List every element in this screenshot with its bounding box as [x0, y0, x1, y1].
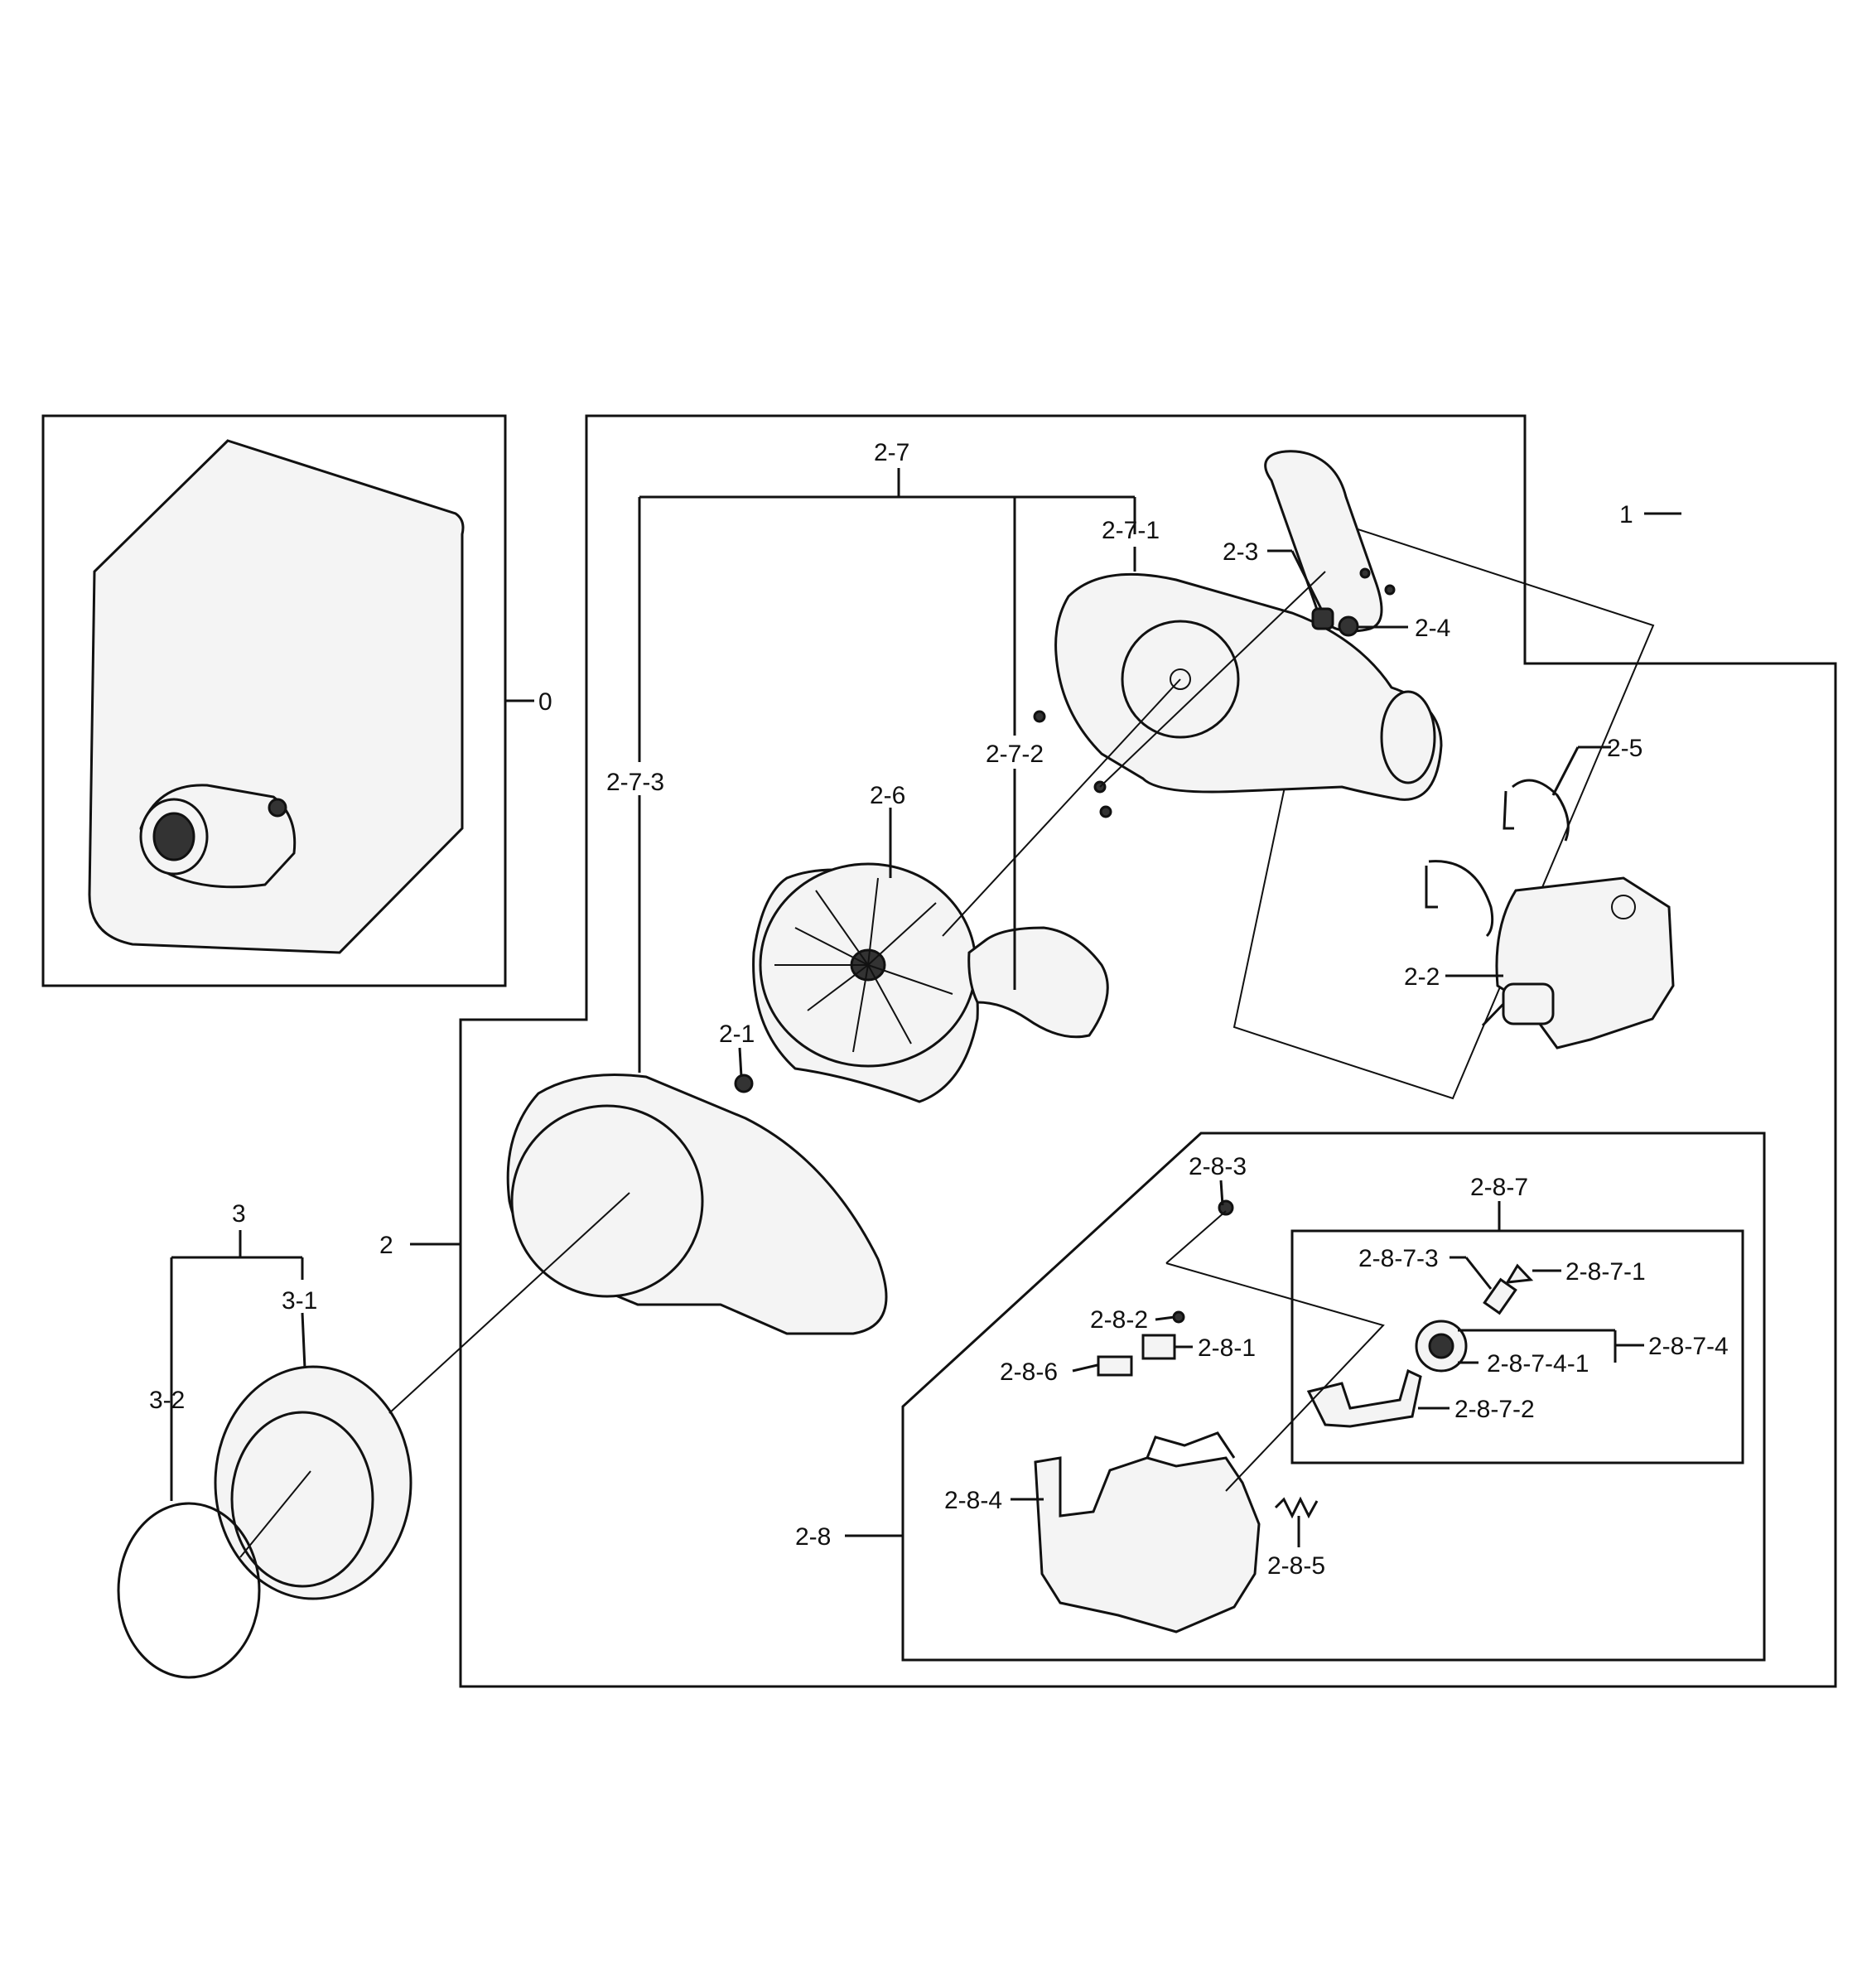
- blower-cover-3-1: [214, 1365, 412, 1600]
- frame-box-2-8: [901, 1132, 1766, 1662]
- label-2-4: 2-4: [1415, 615, 1450, 642]
- label-2-8-6: 2-8-6: [1000, 1358, 1058, 1386]
- motor: [1481, 876, 1675, 1049]
- duct-seal: [967, 926, 1109, 1039]
- label-2-8-7: 2-8-7: [1470, 1174, 1528, 1201]
- motor-icon: [1481, 876, 1675, 1049]
- label-2-8: 2-8: [795, 1523, 831, 1551]
- thermostat-2-3: [1311, 567, 1396, 630]
- label-2-8-7-1: 2-8-7-1: [1565, 1258, 1646, 1286]
- blower-wheel: [752, 862, 979, 1103]
- label-2-3: 2-3: [1223, 538, 1258, 566]
- label-2-8-5: 2-8-5: [1267, 1552, 1325, 1580]
- label-2-7: 2-7: [874, 439, 909, 466]
- blower-housing-rear: [506, 1074, 888, 1335]
- label-2-8-7-2: 2-8-7-2: [1454, 1396, 1535, 1423]
- label-2-1: 2-1: [719, 1021, 755, 1048]
- idler-pulley-assembly: [1306, 1263, 1534, 1428]
- label-2-8-4: 2-8-4: [944, 1487, 1002, 1514]
- motor-clamps: [1425, 779, 1570, 938]
- fan-wheel-icon: [752, 862, 979, 1103]
- blower-nut: [734, 1074, 754, 1093]
- drive-belt: [1264, 450, 1383, 633]
- label-2-8-3: 2-8-3: [1189, 1153, 1247, 1180]
- label-0: 0: [538, 688, 552, 716]
- label-2-7-2: 2-7-2: [986, 741, 1044, 768]
- label-2-8-7-4: 2-8-7-4: [1648, 1333, 1729, 1360]
- label-2-8-2: 2-8-2: [1090, 1306, 1148, 1334]
- label-1: 1: [1619, 501, 1633, 528]
- label-2-2: 2-2: [1404, 963, 1440, 991]
- label-2-8-1: 2-8-1: [1198, 1334, 1256, 1362]
- callout-labels: 0 1 2 3 3-1 3-2 2-1 2-2 2-3 2-4 2-5 2-6 …: [149, 439, 1729, 1580]
- leader-lines: [170, 468, 1681, 1558]
- lever-parts-2-8-1-2-8-6: [1097, 1199, 1234, 1377]
- motor-group-outline: [1232, 522, 1655, 1100]
- label-2-7-1: 2-7-1: [1102, 517, 1160, 544]
- label-3: 3: [232, 1200, 246, 1228]
- label-3-1: 3-1: [282, 1287, 317, 1315]
- belt-loop-icon: [1264, 450, 1383, 633]
- pulley-icon: [1415, 1320, 1468, 1373]
- label-2-8-7-4-1: 2-8-7-4-1: [1487, 1350, 1589, 1378]
- label-2-5: 2-5: [1607, 735, 1643, 762]
- thermal-fuse-2-4: [1338, 615, 1359, 637]
- complete-dryer-assembly-inset: [88, 439, 465, 954]
- label-2-7-3: 2-7-3: [606, 769, 664, 796]
- label-2-8-7-3: 2-8-7-3: [1358, 1245, 1439, 1272]
- gasket-3-2: [117, 1502, 261, 1679]
- label-2: 2: [379, 1232, 393, 1259]
- frame-box-2: [459, 414, 1837, 1688]
- idler-bracket-2-8-4: [1034, 1431, 1261, 1633]
- label-2-6: 2-6: [870, 782, 905, 809]
- idler-spring-2-8-5: [1274, 1496, 1319, 1519]
- label-3-2: 3-2: [149, 1387, 185, 1414]
- frame-box-2-8-7: [1290, 1229, 1744, 1464]
